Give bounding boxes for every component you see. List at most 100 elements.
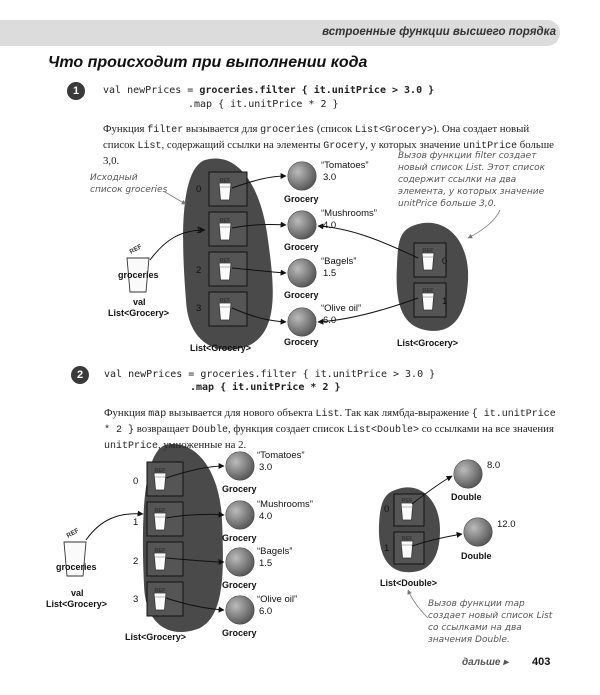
grocery-price: 1.5 <box>259 558 273 569</box>
note-original-list: Исходный список groceries <box>90 173 168 195</box>
list-type-label: List<Grocery> <box>190 343 252 353</box>
grocery-name: “Tomatoes” <box>257 450 305 461</box>
index-label: 0 <box>442 256 448 267</box>
index-label: 1 <box>384 543 390 554</box>
grocery-name: “Olive oil” <box>257 594 298 605</box>
inline-code: Grocery <box>323 141 366 152</box>
step-1-badge: 1 <box>67 82 85 100</box>
grocery-name: “Olive oil” <box>321 303 362 314</box>
grocery-price: 3.0 <box>259 462 273 473</box>
grocery-type: Grocery <box>222 484 257 494</box>
step-2-badge: 2 <box>71 366 89 384</box>
double-type: Double <box>451 492 482 502</box>
step2-code-line1: val newPrices = groceries.filter { it.un… <box>104 369 436 380</box>
svg-text:REF: REF <box>129 243 144 256</box>
code-prefix: val newPrices = <box>103 85 200 96</box>
note-map-arrow <box>407 589 429 619</box>
note-map: Вызов функции map создает новый список L… <box>428 599 553 645</box>
step2-ref-arrows <box>165 463 225 613</box>
inline-code: map <box>148 409 167 420</box>
inline-code: unitPrice <box>104 441 159 452</box>
text-run: вызывается для <box>183 123 261 135</box>
index-label: 0 <box>196 184 202 195</box>
grocery-type: Grocery <box>284 242 319 252</box>
inline-code: unitPrice <box>463 141 518 152</box>
variable-type: List<Grocery> <box>46 599 108 609</box>
double-value: 12.0 <box>497 519 516 530</box>
note-right-arrow <box>467 209 501 239</box>
inline-code: List <box>315 409 340 420</box>
text-run: (список <box>314 123 355 135</box>
index-label: 2 <box>133 556 139 567</box>
step2-paragraph: Функция map вызывается для нового объект… <box>104 406 556 454</box>
index-label: 1 <box>196 225 202 236</box>
text-run: Функция <box>103 123 148 135</box>
double-value: 8.0 <box>487 460 501 471</box>
step1-new-list-blob <box>317 222 469 331</box>
index-label: 3 <box>133 594 139 605</box>
grocery-name: “Mushrooms” <box>321 208 377 219</box>
index-label: 2 <box>196 265 202 276</box>
text-run: . Так как лямбда-выражение <box>339 407 472 419</box>
variable-name: groceries <box>56 562 97 572</box>
running-header: встроенные функции высшего порядка <box>322 26 556 38</box>
variable-name: groceries <box>118 270 159 280</box>
grocery-type: Grocery <box>222 628 257 638</box>
grocery-type: Grocery <box>222 533 257 543</box>
grocery-type: Grocery <box>284 337 319 347</box>
step1-paragraph: Функция filter вызывается для groceries … <box>103 122 555 168</box>
text-run: со ссылками на все значения <box>419 423 554 435</box>
inline-code: Double <box>192 425 229 436</box>
step1-code-line1: val newPrices = groceries.filter { it.un… <box>103 85 434 96</box>
inline-code: List <box>137 141 162 152</box>
text-run: Функция <box>104 407 149 419</box>
grocery-type: Grocery <box>284 290 319 300</box>
list-type-label: List<Grocery> <box>125 632 187 642</box>
text-run: , содержащий ссылки на элементы <box>161 139 324 151</box>
grocery-type: Grocery <box>284 194 319 204</box>
running-header-bar <box>0 20 560 46</box>
svg-text:REF: REF <box>66 527 81 540</box>
index-label: 1 <box>442 296 448 307</box>
grocery-name: “Tomatoes” <box>321 160 369 171</box>
index-label: 1 <box>133 517 139 528</box>
note-filter: Вызов функции filter создает новый списо… <box>398 151 546 209</box>
note-left-arrow <box>164 191 187 205</box>
step1-ref-arrows <box>231 173 287 325</box>
next-arrow-icon: ▸ <box>503 657 509 668</box>
next-label: дальше <box>462 657 501 668</box>
variable-kind: val <box>71 588 84 598</box>
grocery-price: 4.0 <box>323 220 337 231</box>
step1-list-slots <box>208 171 248 327</box>
grocery-type: Grocery <box>222 580 257 590</box>
inline-code: { it.unitPrice * 2 } <box>104 409 556 436</box>
variable-type: List<Grocery> <box>108 308 170 318</box>
step2-double-objects <box>453 459 493 547</box>
code-highlight: groceries.filter { it.unitPrice > 3.0 } <box>199 85 435 96</box>
variable-kind: val <box>133 297 146 307</box>
index-label: 3 <box>196 303 202 314</box>
grocery-price: 4.0 <box>259 511 273 522</box>
text-run: , функция создает список <box>228 423 348 435</box>
grocery-price: 3.0 <box>323 172 337 183</box>
step2-list-slots <box>146 461 184 617</box>
text-run: , у которых значение <box>365 139 464 151</box>
inline-code: List<Grocery> <box>354 125 433 136</box>
step2-new-list-blob <box>378 475 463 573</box>
page-number: 403 <box>532 656 551 668</box>
grocery-price: 1.5 <box>323 268 337 279</box>
grocery-name: “Bagels” <box>257 546 293 557</box>
inline-code: groceries <box>260 125 315 136</box>
text-run: ). Она создает новый список <box>103 123 530 151</box>
text-run: возвращает <box>134 423 193 435</box>
page-title: Что происходит при выполнении кода <box>48 54 368 71</box>
grocery-price: 6.0 <box>323 315 337 326</box>
inline-code: filter <box>147 125 184 136</box>
double-type: Double <box>461 551 492 561</box>
new-list-type-label: List<Grocery> <box>397 338 459 348</box>
next-page-link[interactable]: дальше ▸ <box>462 657 508 668</box>
grocery-price: 6.0 <box>259 606 273 617</box>
grocery-name: “Bagels” <box>321 256 357 267</box>
step1-code-line2: .map { it.unitPrice * 2 } <box>188 99 339 110</box>
